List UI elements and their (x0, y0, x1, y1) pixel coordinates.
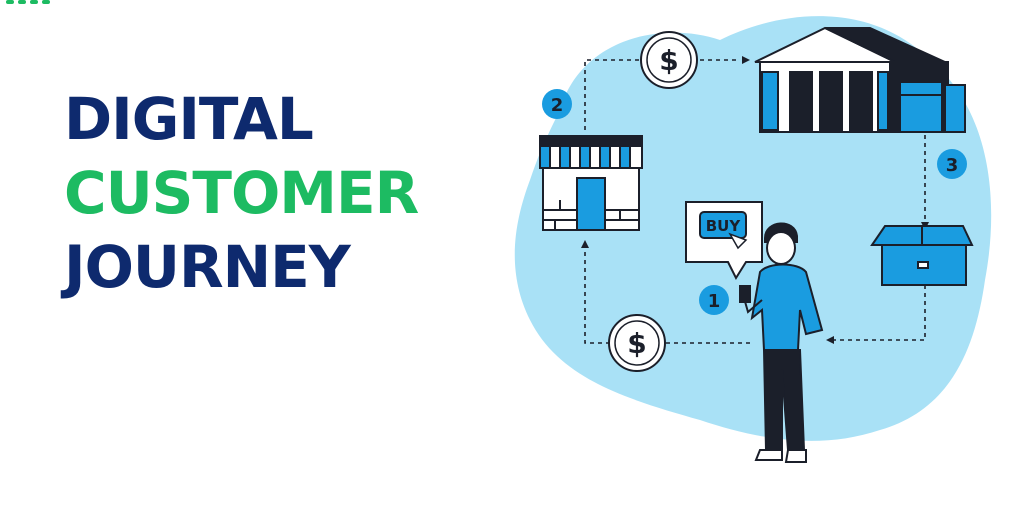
title-block: DIGITAL CUSTOMER JOURNEY (64, 82, 419, 304)
svg-text:$: $ (659, 44, 678, 77)
warehouse-icon (754, 26, 966, 133)
svg-text:2: 2 (551, 95, 564, 116)
step-badge-3: 3 (937, 149, 967, 179)
title-line-3: JOURNEY (64, 233, 351, 301)
corner-decoration (6, 0, 54, 6)
dollar-coin-icon-bottom: $ (608, 314, 666, 372)
svg-text:$: $ (627, 327, 646, 360)
box-icon (870, 225, 974, 286)
step-badge-1: 1 (699, 285, 729, 315)
title-line-1: DIGITAL (64, 85, 314, 153)
svg-text:3: 3 (946, 155, 959, 176)
title-line-2: CUSTOMER (64, 159, 419, 227)
svg-text:BUY: BUY (706, 217, 742, 235)
dollar-coin-icon-top: $ (640, 31, 698, 89)
person-icon (739, 222, 824, 463)
buy-bubble-icon: BUY (685, 201, 763, 281)
step-badge-2: 2 (542, 89, 572, 119)
store-icon (539, 135, 643, 231)
flow-arrows (584, 59, 926, 344)
svg-text:1: 1 (708, 291, 721, 312)
